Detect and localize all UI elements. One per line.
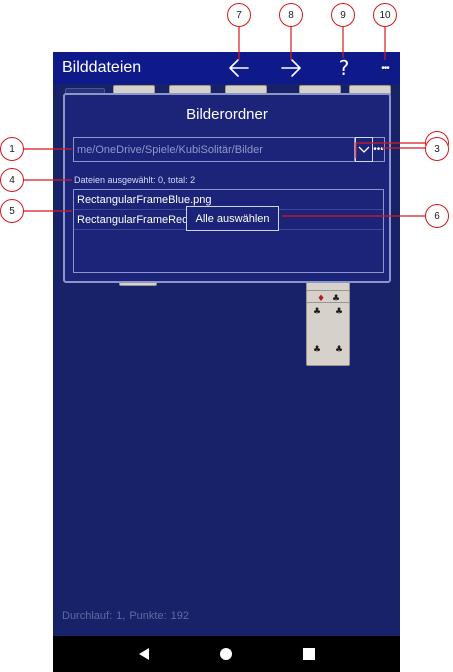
image-folder-dialog: Bilderordner me/OneDrive/Spiele/KubiSoli… xyxy=(63,93,391,283)
dialog-title: Bilderordner xyxy=(186,106,268,123)
app-bar: Bilddateien ? ••• xyxy=(53,52,400,84)
background-card: ♣ ♣ ♣ ♣ xyxy=(306,302,350,366)
pass-value: 1, xyxy=(116,610,126,622)
nav-home-icon xyxy=(220,648,233,660)
callout-marker: 7 xyxy=(227,3,251,27)
score-value: 192 xyxy=(170,610,189,622)
help-button[interactable]: ? xyxy=(324,52,364,84)
diamond-pip-icon: ♦ xyxy=(317,294,326,304)
file-list[interactable]: RectangularFrameBlue.png RectangularFram… xyxy=(73,189,384,273)
callout-marker: 9 xyxy=(331,3,355,27)
selection-count: Dateien ausgewählt: 0, total: 2 xyxy=(74,175,196,185)
callout-marker: 1 xyxy=(0,137,24,161)
club-pip-icon: ♣ xyxy=(335,307,344,317)
callout-marker: 4 xyxy=(0,168,24,192)
arrow-right-icon xyxy=(281,59,301,77)
club-pip-icon: ♣ xyxy=(332,294,341,304)
nav-recents-button[interactable] xyxy=(299,644,319,664)
club-pip-icon: ♣ xyxy=(313,345,322,355)
more-dots-icon: ••• xyxy=(381,62,389,74)
forward-button[interactable] xyxy=(271,52,311,84)
question-icon: ? xyxy=(338,56,350,80)
club-pip-icon: ♣ xyxy=(335,345,344,355)
pass-label: Durchlauf: xyxy=(62,610,113,622)
nav-home-button[interactable] xyxy=(216,644,236,664)
browse-folder-button[interactable]: ••• xyxy=(373,137,385,162)
phone-screen: ♦ ♣ ♣ ♣ ♣ ♣ Bilddateien ? xyxy=(53,52,400,672)
callout-marker: 8 xyxy=(279,3,303,27)
arrow-left-icon xyxy=(229,59,249,77)
callout-marker: 10 xyxy=(373,3,397,27)
system-nav-bar xyxy=(53,636,400,672)
nav-back-icon xyxy=(139,648,150,660)
status-bar: Durchlauf:1,Punkte:192 xyxy=(62,610,189,622)
select-all-menu-item[interactable]: Alle auswählen xyxy=(186,206,279,231)
folder-path-field[interactable]: me/OneDrive/Spiele/KubiSolitär/Bilder xyxy=(73,137,355,162)
score-label: Punkte: xyxy=(129,610,167,622)
callout-marker: 5 xyxy=(0,199,24,223)
back-button[interactable] xyxy=(219,52,259,84)
chevron-down-icon xyxy=(358,146,370,153)
club-pip-icon: ♣ xyxy=(313,307,322,317)
callout-marker: 6 xyxy=(425,204,449,228)
nav-back-button[interactable] xyxy=(134,644,154,664)
more-button[interactable]: ••• xyxy=(365,52,400,84)
callout-marker: 3 xyxy=(425,137,449,161)
app-title: Bilddateien xyxy=(62,59,142,76)
nav-recents-icon xyxy=(302,648,315,660)
